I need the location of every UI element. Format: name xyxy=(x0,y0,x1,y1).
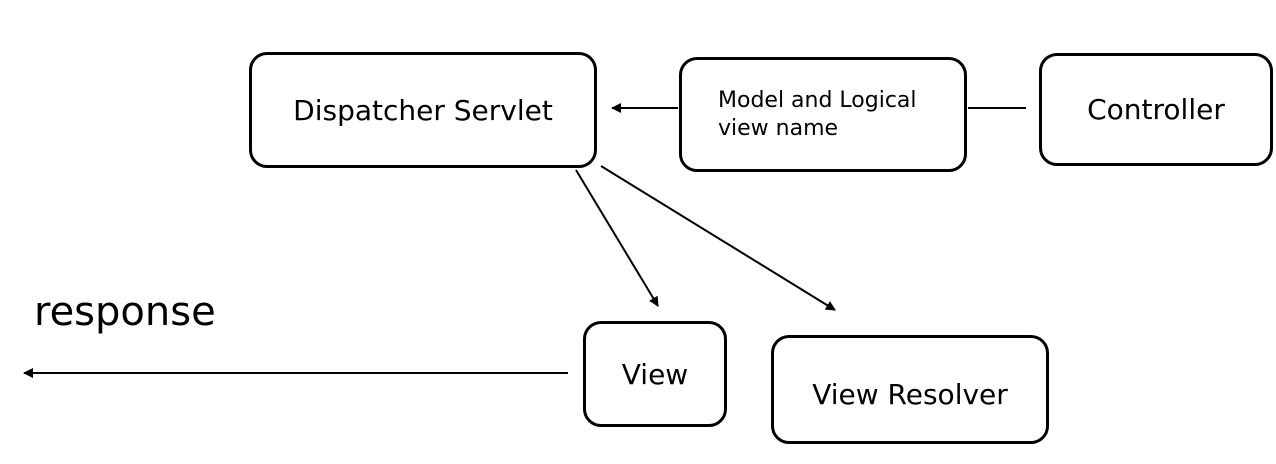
response-label: response xyxy=(34,289,216,335)
controller-node: Controller xyxy=(1039,53,1273,166)
view-resolver-node: View Resolver xyxy=(771,335,1049,444)
model-and-view-name-label: Model and Logical view name xyxy=(718,87,917,141)
dispatcher-servlet-label: Dispatcher Servlet xyxy=(293,93,553,127)
model-and-view-name-node: Model and Logical view name xyxy=(679,57,967,172)
edge-dispatcher-to-view xyxy=(575,169,659,307)
controller-label: Controller xyxy=(1087,93,1225,126)
view-label: View xyxy=(621,357,689,391)
view-resolver-label: View Resolver xyxy=(812,378,1008,411)
view-node: View xyxy=(583,321,727,427)
edge-dispatcher-to-view-resolver xyxy=(600,165,836,311)
dispatcher-servlet-node: Dispatcher Servlet xyxy=(249,52,597,168)
